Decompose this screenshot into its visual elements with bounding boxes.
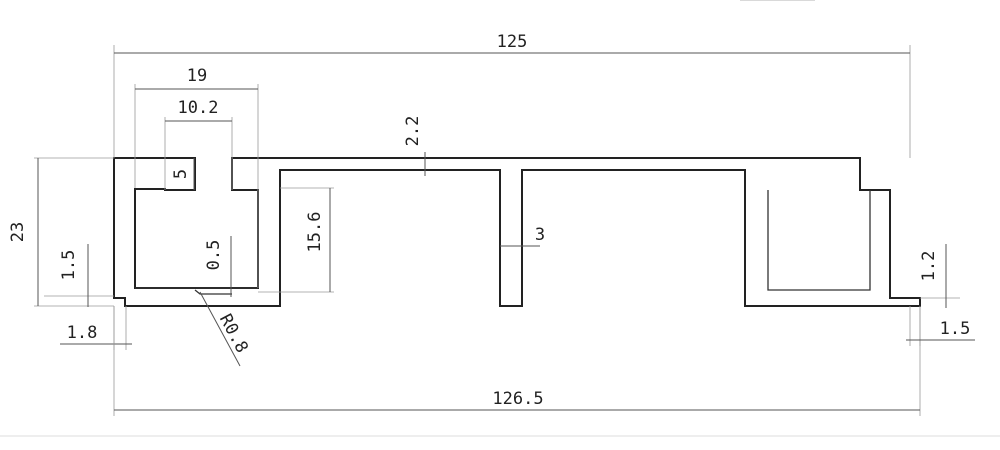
right-chamber xyxy=(767,190,871,291)
dim-1-8-label: 1.8 xyxy=(67,323,98,343)
fillet-r0-8-label: R0.8 xyxy=(215,311,252,357)
fillet-leader-line xyxy=(199,291,241,367)
dim-23-label: 23 xyxy=(8,222,28,242)
profile-outline xyxy=(113,157,921,307)
dim-5-label: 5 xyxy=(171,169,191,179)
dim-right-1-2-label: 1.2 xyxy=(919,251,939,282)
dim-3-label: 3 xyxy=(535,225,545,245)
dim-left-1-5-label: 1.5 xyxy=(59,250,79,281)
inner-groove xyxy=(194,289,232,295)
dim-19-label: 19 xyxy=(187,66,207,86)
dim-10-2-label: 10.2 xyxy=(178,98,219,118)
dim-126-5-label: 126.5 xyxy=(492,389,543,409)
dim-2-2-label: 2.2 xyxy=(403,116,423,147)
dim-right-1-5-label: 1.5 xyxy=(940,319,971,339)
dim-15-6-label: 15.6 xyxy=(305,212,325,253)
dim-0-5-label: 0.5 xyxy=(204,240,224,271)
dim-125-label: 125 xyxy=(497,32,528,52)
